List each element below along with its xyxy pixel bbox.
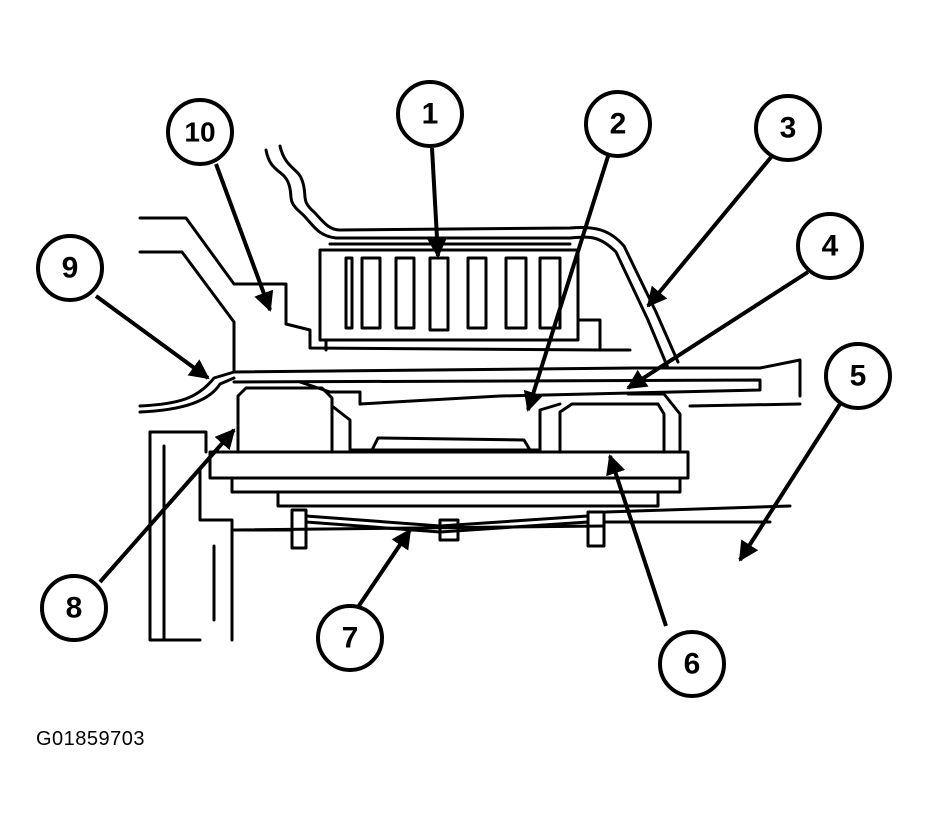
- callout-10: 10: [166, 98, 234, 166]
- callout-5: 5: [824, 342, 892, 410]
- callout-label: 9: [62, 252, 79, 285]
- callout-2: 2: [584, 90, 652, 158]
- callout-label: 6: [684, 648, 701, 681]
- callout-6: 6: [658, 630, 726, 698]
- piston-block-6: [558, 402, 666, 454]
- leader-arrows: [94, 147, 842, 627]
- callout-label: 5: [850, 360, 867, 393]
- callout-label: 4: [822, 230, 839, 263]
- callout-4: 4: [796, 212, 864, 280]
- callout-7: 7: [316, 604, 384, 672]
- callout-label: 1: [422, 98, 439, 131]
- clutch-pack: [318, 242, 602, 352]
- piston-block-8: [236, 386, 334, 454]
- callout-label: 8: [66, 592, 83, 625]
- callout-label: 10: [184, 117, 215, 148]
- callout-label: 7: [342, 622, 359, 655]
- mechanical-drawing: [138, 144, 802, 642]
- callout-9: 9: [36, 234, 104, 302]
- callout-3: 3: [754, 94, 822, 162]
- callout-label: 2: [610, 108, 627, 141]
- callout-1: 1: [396, 80, 464, 148]
- callout-8: 8: [40, 574, 108, 642]
- figure-id: G01859703: [36, 728, 146, 750]
- callout-label: 3: [780, 112, 797, 145]
